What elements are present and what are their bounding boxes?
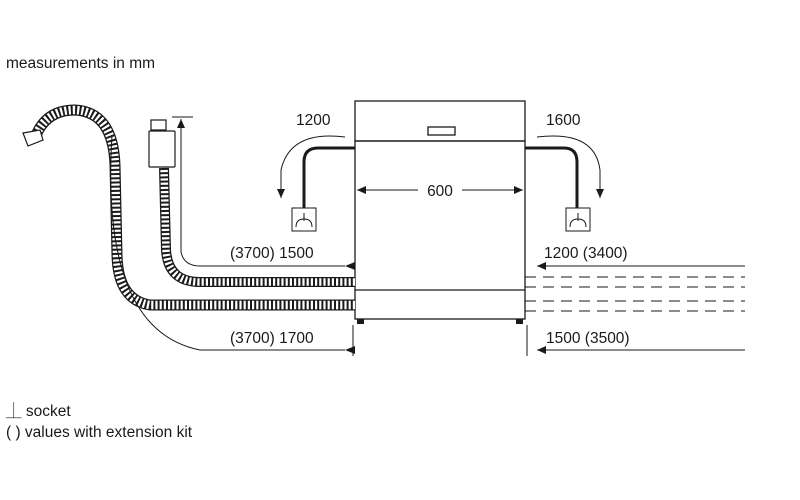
left-foot bbox=[357, 319, 364, 324]
left-power-cord bbox=[302, 146, 355, 208]
right-hose-dashed-extension bbox=[525, 276, 745, 312]
right-drain-reach-value: 1600 bbox=[546, 112, 581, 129]
left-upper-hose-value: (3700) 1500 bbox=[230, 245, 314, 262]
left-reach-arrow bbox=[277, 135, 346, 198]
right-upper-hose-value: 1200 (3400) bbox=[544, 245, 628, 262]
units-note: measurements in mm bbox=[6, 55, 156, 72]
drain-hose-end-icon bbox=[22, 129, 44, 147]
inlet-hose bbox=[159, 167, 355, 287]
legend-socket-label: socket bbox=[25, 403, 71, 420]
width-value: 600 bbox=[427, 183, 453, 200]
right-reach-arrow bbox=[536, 135, 604, 198]
legend-socket: ⏊ socket bbox=[6, 403, 71, 421]
right-lower-hose-value: 1500 (3500) bbox=[546, 330, 630, 347]
socket-icon: ⏊ bbox=[6, 403, 22, 420]
valve-reach-arrowhead bbox=[345, 262, 355, 270]
valve-height-mark bbox=[172, 116, 345, 267]
aquastop-valve-icon bbox=[148, 119, 176, 168]
legend-extension-kit: ( ) values with extension kit bbox=[6, 424, 193, 441]
left-drain-reach-value: 1200 bbox=[296, 112, 331, 129]
right-power-cord bbox=[525, 146, 579, 208]
left-lower-hose-value: (3700) 1700 bbox=[230, 330, 314, 347]
left-lower-reach-line bbox=[110, 134, 345, 351]
socket-icon bbox=[291, 207, 317, 232]
right-foot bbox=[516, 319, 523, 324]
control-panel-display bbox=[427, 126, 456, 136]
socket-icon bbox=[565, 207, 591, 232]
drain-hose bbox=[22, 104, 355, 311]
dishwasher-outline bbox=[354, 100, 526, 320]
